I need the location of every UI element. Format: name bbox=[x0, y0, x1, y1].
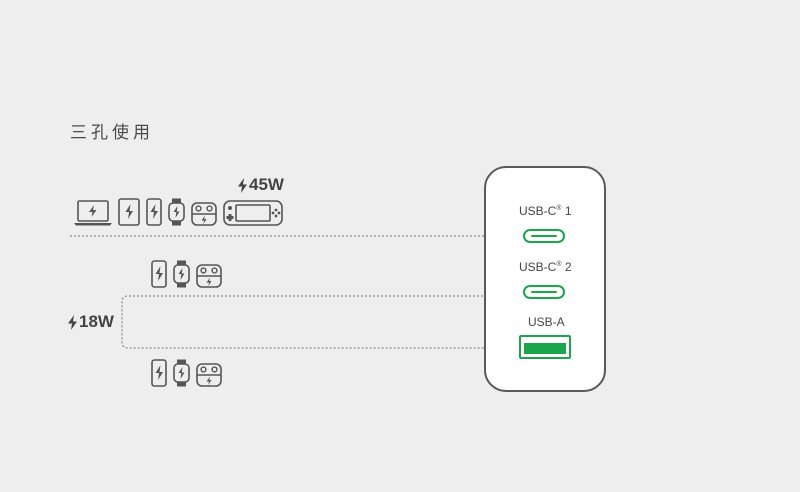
tablet-icon bbox=[118, 198, 140, 226]
earbuds-icon bbox=[191, 202, 217, 226]
earbuds-icon bbox=[196, 363, 222, 387]
device-row-3 bbox=[151, 359, 222, 387]
device-row-1 bbox=[74, 198, 283, 226]
device-row-2 bbox=[151, 260, 222, 288]
port-label-usb-a: USB-A bbox=[528, 315, 565, 329]
bolt-icon bbox=[68, 314, 77, 330]
bolt-icon bbox=[238, 177, 247, 193]
power-18w-label: 18W bbox=[68, 312, 114, 332]
game-console-icon bbox=[223, 200, 283, 226]
watch-icon bbox=[173, 359, 190, 387]
watch-icon bbox=[168, 198, 185, 226]
power-45w-text: 45W bbox=[249, 175, 284, 194]
watch-icon bbox=[173, 260, 190, 288]
power-18w-text: 18W bbox=[79, 312, 114, 331]
section-title: 三孔使用 bbox=[70, 123, 154, 143]
usb-c-port-1 bbox=[523, 229, 565, 243]
usb-c-port-2 bbox=[523, 285, 565, 299]
phone-icon bbox=[151, 260, 167, 288]
usb-a-port bbox=[519, 335, 571, 359]
laptop-icon bbox=[74, 200, 112, 226]
earbuds-icon bbox=[196, 264, 222, 288]
port-label-usb-c-2: USB-C® 2 bbox=[519, 260, 572, 274]
phone-icon bbox=[151, 359, 167, 387]
phone-icon bbox=[146, 198, 162, 226]
power-45w-label: 45W bbox=[238, 175, 284, 195]
port-label-usb-c-1: USB-C® 1 bbox=[519, 204, 572, 218]
